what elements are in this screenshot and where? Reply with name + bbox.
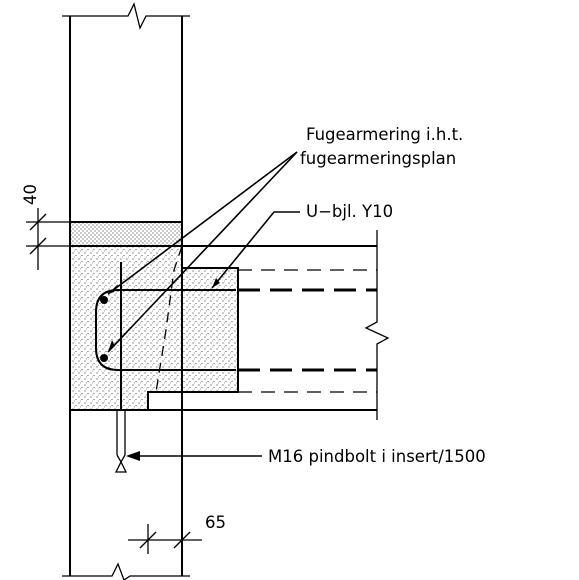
leader-u-stirrup [211,211,300,289]
dimension-40 [26,208,70,270]
slab-element [147,245,377,411]
dowel-bolt [114,262,128,473]
rebar-dot-bottom [100,354,108,362]
label-dim-65: 65 [205,513,226,532]
label-joint-reinforcement-line1: Fugearmering i.h.t. [306,125,463,144]
dimension-65 [128,524,202,554]
rebar-dot-top [100,296,108,304]
label-dim-40: 40 [21,184,40,205]
label-dowel-bolt: M16 pindbolt i insert/1500 [268,447,486,466]
break-line-top [62,2,190,30]
break-line-right [364,230,390,420]
break-line-bottom [62,562,190,580]
leader-dowel-bolt [126,451,262,461]
label-joint-reinforcement-line2: fugearmeringsplan [300,149,456,168]
leader-joint-reinforcement [107,151,298,353]
label-u-stirrup: U−bjl. Y10 [306,202,393,221]
u-stirrup [95,289,236,371]
wall-element [69,16,183,576]
